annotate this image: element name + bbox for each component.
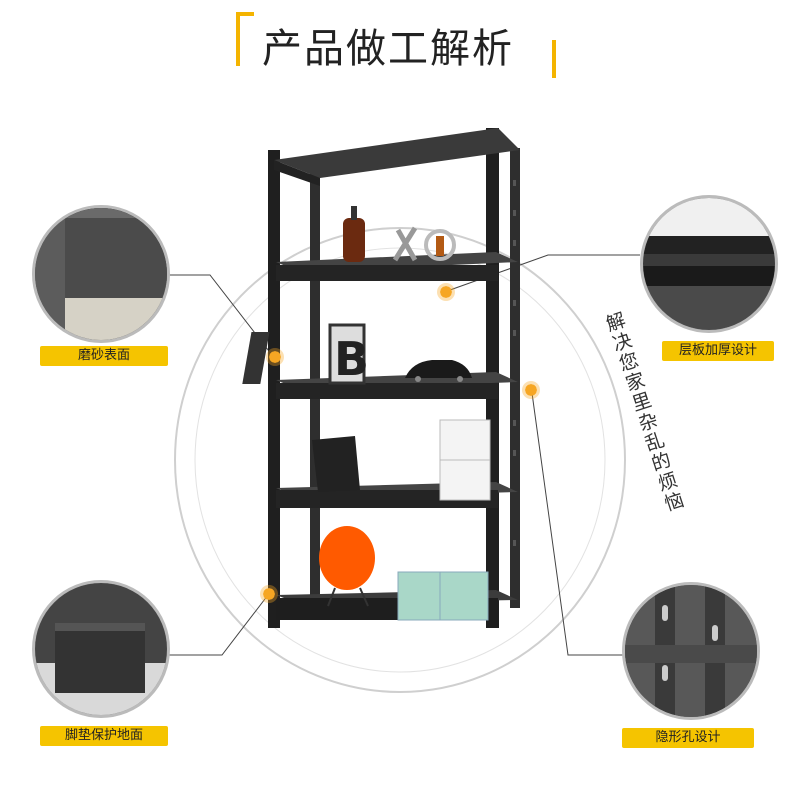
label-hidden-holes: 隐形孔设计 bbox=[622, 728, 754, 748]
post-back-right bbox=[510, 148, 520, 608]
shelf-unit bbox=[268, 128, 520, 628]
callout-matte-surface bbox=[32, 205, 170, 343]
shelf-1 bbox=[274, 128, 520, 178]
bookend-b bbox=[328, 323, 366, 385]
model-car bbox=[405, 360, 472, 378]
shelf-2-front bbox=[276, 265, 498, 281]
holes-closeup bbox=[625, 585, 757, 717]
foot-closeup bbox=[35, 583, 167, 715]
shelf-1-edge bbox=[274, 160, 320, 186]
mint-box-right bbox=[439, 571, 489, 621]
white-box-top bbox=[439, 419, 491, 461]
callout-foot-pad bbox=[32, 580, 170, 718]
shelf-edge-closeup bbox=[643, 198, 775, 330]
label-matte-surface: 磨砂表面 bbox=[40, 346, 168, 366]
xo-sculpture bbox=[392, 226, 418, 262]
marker-thick[interactable] bbox=[437, 283, 455, 301]
shelf-3-front bbox=[276, 383, 498, 399]
outer-ring bbox=[174, 227, 626, 693]
connector-foot bbox=[168, 594, 269, 656]
callout-hidden-holes bbox=[622, 582, 760, 720]
bottle bbox=[343, 218, 365, 262]
white-box-bottom bbox=[439, 459, 491, 501]
title-block: 产品做工解析 bbox=[236, 8, 556, 78]
connector-matte bbox=[168, 274, 273, 356]
black-decor bbox=[312, 436, 360, 492]
mint-box-left bbox=[397, 571, 441, 621]
callout-thick-shelf bbox=[640, 195, 778, 333]
glass-ball bbox=[424, 229, 456, 261]
title-bracket-right bbox=[538, 40, 556, 78]
title-bracket-left bbox=[236, 12, 254, 66]
orange-lamp bbox=[319, 526, 375, 590]
matte-closeup bbox=[35, 208, 167, 340]
marker-holes[interactable] bbox=[522, 381, 540, 399]
page-title: 产品做工解析 bbox=[262, 26, 514, 72]
svg-text:B: B bbox=[334, 332, 369, 386]
label-thick-shelf: 层板加厚设计 bbox=[662, 341, 774, 361]
shelf-items: B bbox=[242, 206, 491, 621]
marker-foot[interactable] bbox=[260, 585, 278, 603]
label-foot-pad: 脚垫保护地面 bbox=[40, 726, 168, 746]
connector-holes bbox=[531, 392, 625, 656]
marker-matte[interactable] bbox=[266, 348, 284, 366]
